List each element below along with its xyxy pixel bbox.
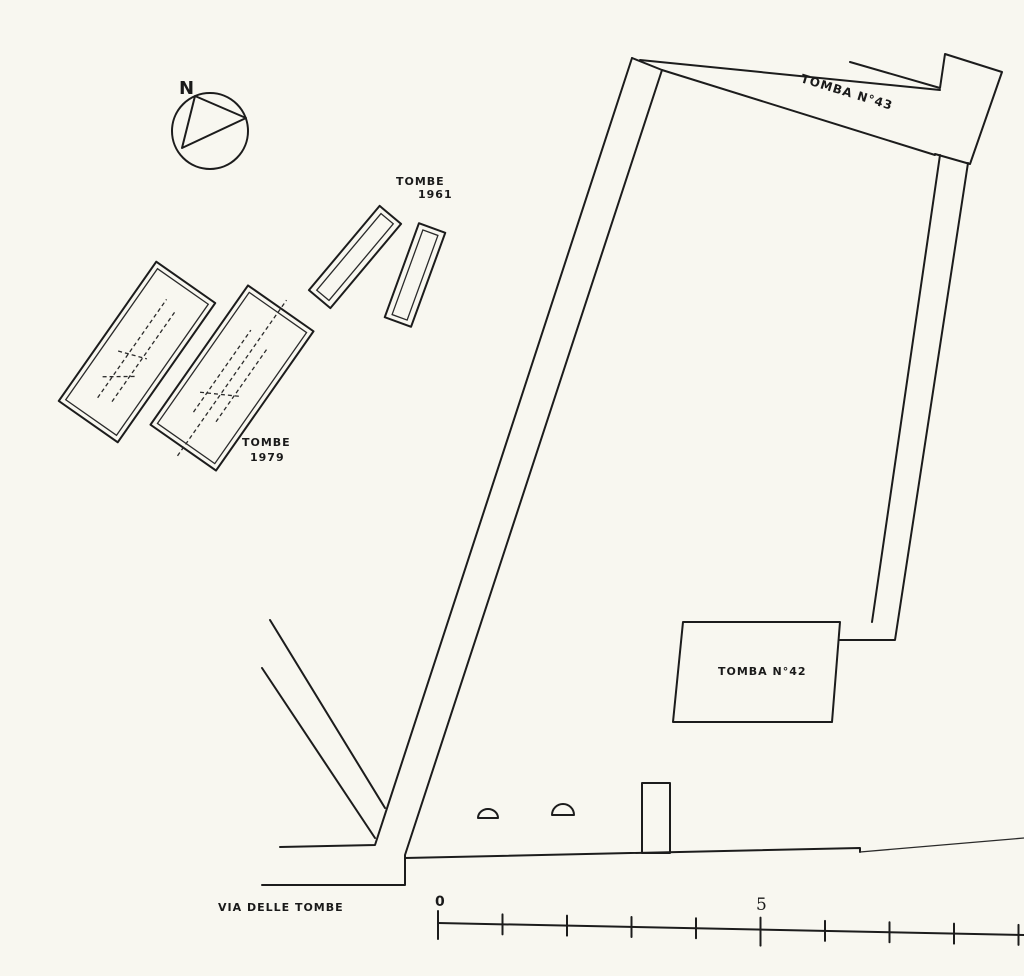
- tombs-1979-title: TOMBE: [242, 436, 291, 449]
- enclosure-wall: [261, 57, 1024, 886]
- scale-five-label: 5: [756, 895, 767, 915]
- scale-zero-label: 0: [435, 894, 446, 910]
- tombs-1961: TOMBE 1961: [307, 175, 453, 328]
- tombs-1961-title: TOMBE: [396, 175, 445, 188]
- tomb-42: TOMBA N°42: [672, 621, 841, 723]
- tombs-1979: TOMBE 1979: [57, 260, 315, 472]
- tombs-1979-year: 1979: [250, 451, 285, 464]
- features: [477, 782, 671, 854]
- tombs-1961-year: 1961: [418, 188, 453, 201]
- scale-bar: 0 5: [435, 894, 1024, 947]
- tomb-43-label: TOMBA N°43: [799, 71, 895, 112]
- street-label: VIA DELLE TOMBE: [218, 901, 344, 914]
- north-arrow-icon: N: [171, 78, 249, 170]
- north-label: N: [179, 78, 195, 99]
- tomb-42-label: TOMBA N°42: [718, 665, 807, 678]
- tomb-43: TOMBA N°43: [799, 53, 1003, 165]
